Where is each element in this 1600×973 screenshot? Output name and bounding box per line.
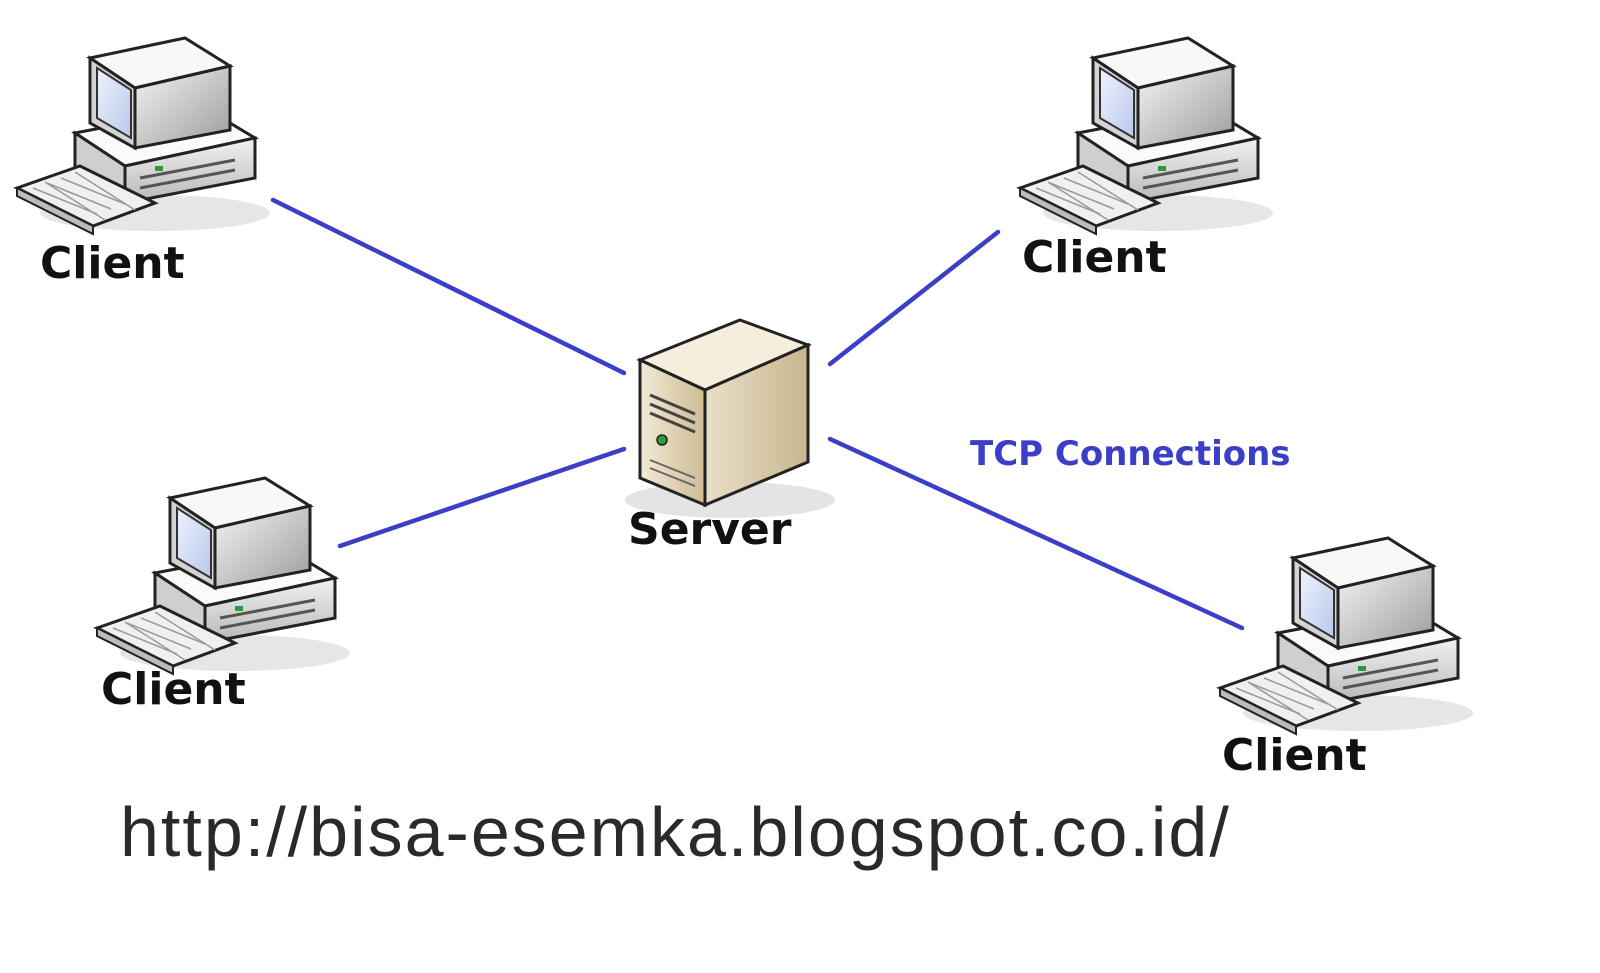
connection-line-top-right	[827, 229, 1001, 367]
connection-line-bottom-left	[337, 446, 627, 549]
client-label: Client	[1022, 232, 1167, 283]
desktop-computer-icon	[1218, 536, 1475, 736]
watermark-url: http://bisa-esemka.blogspot.co.id/	[120, 793, 1231, 871]
server-tower-icon	[625, 318, 835, 518]
desktop-computer-icon	[95, 476, 352, 676]
connection-line-bottom-right	[827, 436, 1245, 631]
client-node-top-right: Client	[1018, 36, 1275, 283]
client-label: Client	[101, 664, 246, 715]
connection-label: TCP Connections	[970, 434, 1291, 474]
client-label: Client	[1222, 730, 1367, 781]
connection-line-top-left	[270, 197, 627, 376]
client-label: Client	[40, 238, 185, 289]
desktop-computer-icon	[1018, 36, 1275, 236]
server-node: Server	[625, 318, 835, 555]
desktop-computer-icon	[15, 36, 272, 236]
client-node-top-left: Client	[15, 36, 272, 289]
client-node-bottom-left: Client	[95, 476, 352, 715]
server-label: Server	[628, 504, 792, 555]
connection-lines	[270, 197, 1245, 631]
client-node-bottom-right: Client	[1218, 536, 1475, 781]
